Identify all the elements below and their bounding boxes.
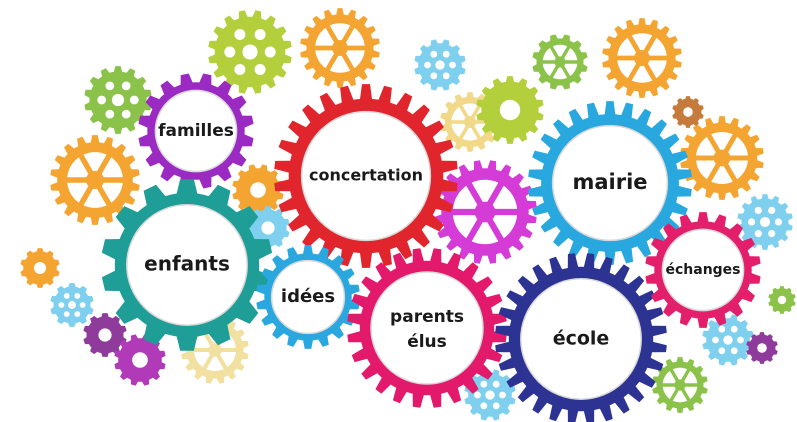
background-gears: [20, 8, 796, 421]
gear-label-parents: parents: [390, 307, 464, 327]
gear-orange-mid-left: [232, 164, 284, 216]
gear-label-elus: élus: [407, 332, 447, 352]
gear-label-mairie: mairie: [572, 170, 647, 194]
gear-label-echanges: échanges: [665, 262, 740, 278]
gear-enfants: [101, 179, 273, 351]
gear-light-blue-left: [50, 283, 94, 327]
gear-purple-bottom-right: [746, 332, 778, 364]
gear-label-concertation: concertation: [309, 166, 423, 185]
gear-light-blue-bottom-mid: [464, 369, 516, 421]
gear-brown-small: [672, 96, 704, 128]
gear-orange-left: [50, 135, 140, 225]
gear-light-blue-bottom-right: [702, 314, 754, 366]
gear-yellow-green-mid: [476, 76, 544, 144]
gear-purple-bottom-left: [83, 313, 127, 357]
gear-label-familles: familles: [158, 121, 234, 141]
gear-label-enfants: enfants: [144, 252, 230, 276]
gear-idees: [256, 245, 360, 349]
gear-green-left: [84, 66, 152, 134]
labeled-gears: [101, 73, 761, 422]
gear-orange-top: [300, 8, 380, 88]
gear-orange-right: [680, 116, 764, 200]
gear-label-idees: idées: [281, 286, 335, 307]
gear-orange-top-right: [602, 18, 682, 98]
gear-ecole: [495, 253, 667, 422]
gear-echanges: [645, 212, 761, 328]
gear-familles: [138, 73, 254, 189]
gear-orange-small-left: [20, 248, 60, 288]
gear-magenta-center: [433, 160, 537, 264]
gear-concertation: [274, 84, 458, 268]
gear-mairie: [528, 101, 692, 265]
gear-light-blue-top: [414, 39, 466, 91]
gear-magenta-bottom-left: [114, 334, 166, 386]
gear-green-far-right: [768, 286, 796, 314]
gear-green-top-right: [532, 34, 588, 90]
gear-green-bottom-right: [652, 357, 708, 413]
gear-parents: [347, 248, 507, 408]
gear-yellow-green-top: [208, 10, 292, 94]
gear-label-ecole: école: [553, 328, 610, 350]
gear-light-blue-right: [737, 194, 793, 250]
